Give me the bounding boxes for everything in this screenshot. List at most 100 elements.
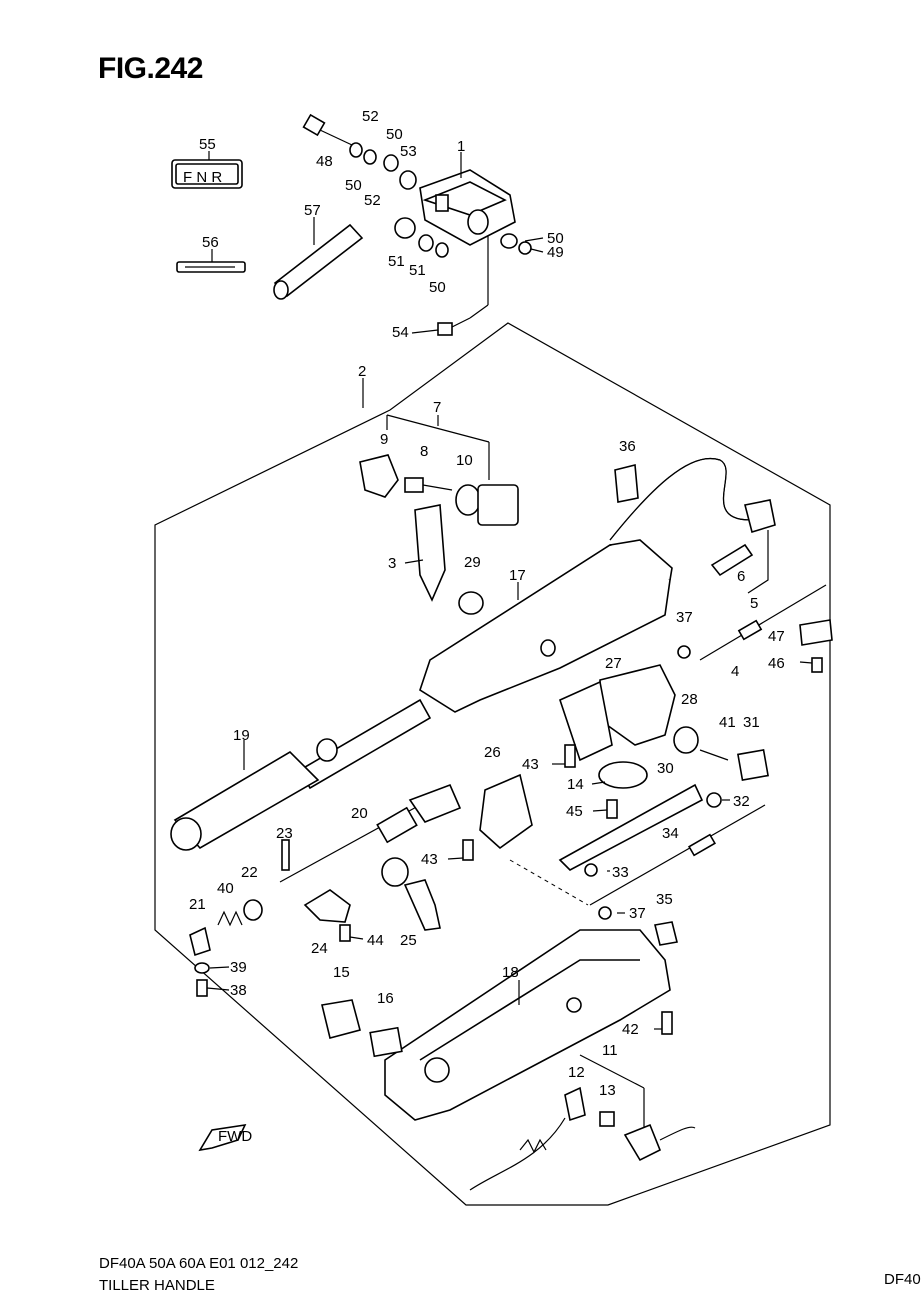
fwd-arrow: FWD (198, 1123, 252, 1152)
callout-48: 48 (316, 153, 333, 170)
callout-56: 56 (202, 234, 219, 251)
bolt-part-42 (661, 1011, 673, 1035)
callout-4: 4 (731, 663, 739, 680)
callout-35: 35 (656, 891, 673, 908)
shift-decal-letters: F N R (183, 169, 222, 186)
callout-20: 20 (351, 805, 368, 822)
callout-50c: 50 (429, 279, 446, 296)
callout-36: 36 (619, 438, 636, 455)
plate-part-16 (369, 1026, 403, 1058)
callout-28: 28 (681, 691, 698, 708)
callout-29: 29 (464, 554, 481, 571)
clip-part-37a (677, 645, 691, 659)
bolt-part-38 (196, 979, 208, 997)
link-part-30 (558, 783, 704, 871)
callout-1: 1 (457, 138, 465, 155)
callout-57: 57 (304, 202, 321, 219)
knob-part-14 (598, 761, 648, 789)
clip-part-37b (598, 906, 612, 920)
washer-part-32 (706, 792, 722, 808)
callout-38: 38 (230, 982, 247, 999)
callout-9: 9 (380, 431, 388, 448)
switch-part-15 (321, 999, 361, 1039)
clamp-part-25 (381, 857, 441, 931)
tiller-shaft (298, 698, 432, 790)
fwd-arrow-label: FWD (218, 1128, 252, 1145)
assembly-boundary (154, 322, 831, 1206)
bolt-part-45 (606, 799, 618, 819)
callout-47: 47 (768, 628, 785, 645)
figure-title: FIG.242 (98, 52, 203, 85)
callout-22: 22 (241, 864, 258, 881)
lower-bracket-part-18 (384, 929, 671, 1121)
callout-14: 14 (567, 776, 584, 793)
callout-26: 26 (484, 744, 501, 761)
callout-7: 7 (433, 399, 441, 416)
stop-switch (623, 1123, 696, 1162)
throttle-assembly-part-27 (559, 664, 676, 762)
callout-34: 34 (662, 825, 679, 842)
callout-54: 54 (392, 324, 409, 341)
cover-part-9 (359, 454, 399, 498)
bracket-part-24 (303, 889, 351, 923)
callout-31: 31 (743, 714, 760, 731)
bushing-part-22 (243, 899, 263, 921)
leader-lines (206, 151, 813, 1030)
callout-16: 16 (377, 990, 394, 1007)
cable-part-4 (737, 619, 763, 641)
shift-decal-part-55: F N R (171, 159, 243, 189)
callout-21: 21 (189, 896, 206, 913)
callout-25: 25 (400, 932, 417, 949)
callout-37a: 37 (676, 609, 693, 626)
knob-part-21 (189, 926, 211, 957)
shift-rod-part-20 (279, 783, 462, 883)
callout-53: 53 (400, 143, 417, 160)
callout-52a: 52 (362, 108, 379, 125)
model-code: DF40A 50A 60A E01 012_242 (99, 1255, 299, 1272)
callout-numbers: 1 2 3 4 5 6 7 8 9 10 11 12 13 14 15 16 1… (189, 108, 785, 1099)
bracket-part-47 (799, 619, 833, 646)
callout-37b: 37 (629, 905, 646, 922)
callout-50d: 50 (547, 230, 564, 247)
cable-part-34 (589, 804, 766, 906)
callout-15: 15 (333, 964, 350, 981)
grip-part-19 (170, 750, 320, 851)
callout-10: 10 (456, 452, 473, 469)
clamp-part-35 (654, 921, 678, 946)
connector-part-5 (744, 499, 776, 534)
corner-tag: DF40 (884, 1271, 921, 1288)
callout-49: 49 (547, 244, 564, 261)
callout-52b: 52 (364, 192, 381, 209)
lanyard-cord (469, 1117, 566, 1191)
bushing-part-28 (673, 726, 699, 754)
callout-23: 23 (276, 825, 293, 842)
clip-part-12 (564, 1086, 586, 1122)
callout-13: 13 (599, 1082, 616, 1099)
callout-19: 19 (233, 727, 250, 744)
plug-part-6 (710, 543, 754, 577)
callout-24: 24 (311, 940, 328, 957)
callout-3: 3 (388, 555, 396, 572)
callout-51a: 51 (388, 253, 405, 270)
callout-40: 40 (217, 880, 234, 897)
callout-30: 30 (657, 760, 674, 777)
figure-caption: TILLER HANDLE (99, 1277, 215, 1294)
grip-part-57 (273, 223, 364, 300)
callout-17: 17 (509, 567, 526, 584)
grommet-part-36 (614, 463, 639, 503)
callout-45: 45 (566, 803, 583, 820)
bracket-part-26 (479, 773, 533, 850)
washers-group-top (349, 142, 532, 258)
clamp-part-29 (458, 591, 484, 615)
spring-part-40 (217, 910, 243, 927)
bolt-part-54 (437, 317, 471, 336)
callout-39: 39 (230, 959, 247, 976)
callout-2: 2 (358, 363, 366, 380)
nut-part-13 (599, 1111, 615, 1127)
key-part-8 (404, 477, 453, 493)
pin-part-23 (281, 839, 290, 871)
callout-32: 32 (733, 793, 750, 810)
tiller-handle-body-part-17 (419, 539, 673, 713)
callout-51b: 51 (409, 262, 426, 279)
